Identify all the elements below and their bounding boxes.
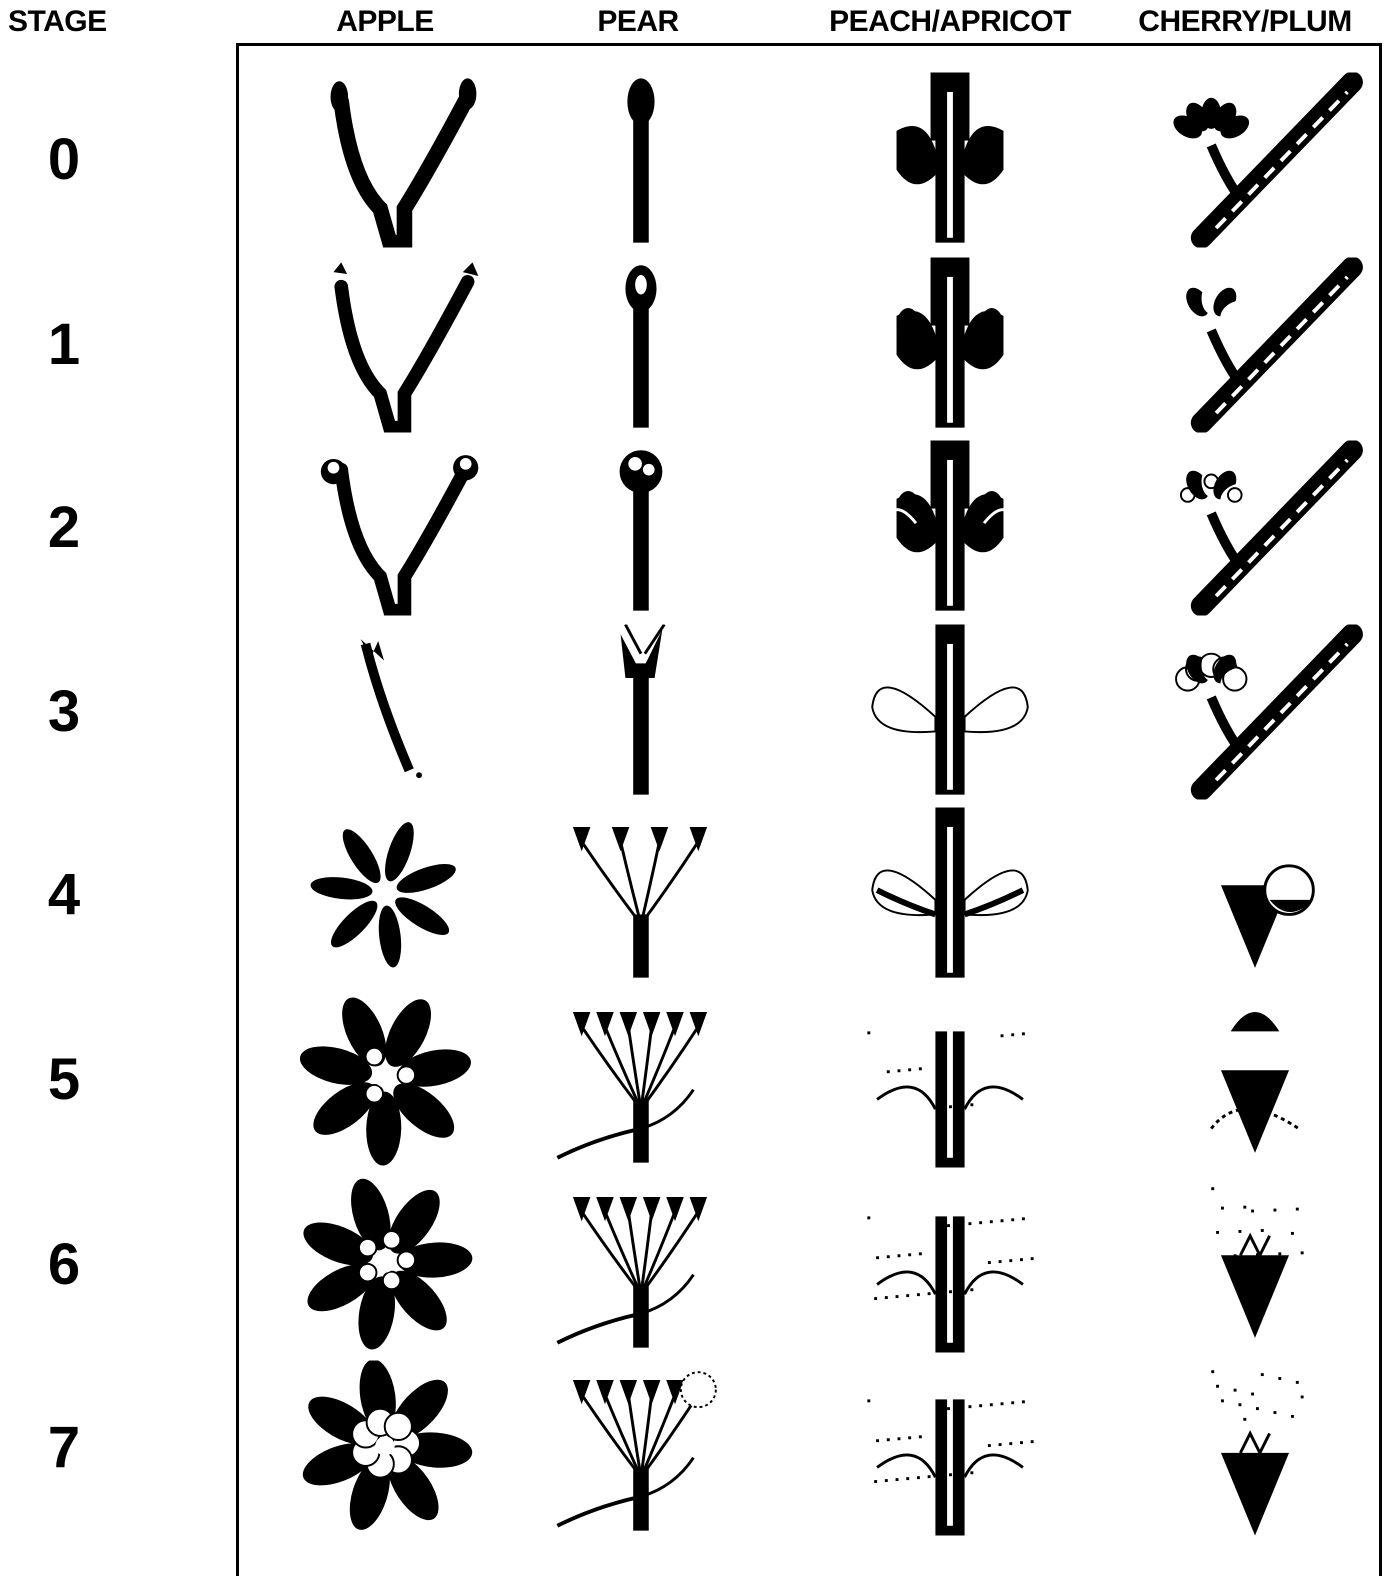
column-header-peach-apricot: PEACH/APRICOT <box>829 4 1071 40</box>
cherry-plum-stage-3-illustration <box>1140 625 1370 800</box>
pear-stage-0-illustration <box>525 73 755 248</box>
single-stem-bud-icon <box>525 441 755 616</box>
cherry-plum-stage-0-illustration <box>1140 73 1370 248</box>
peach-apricot-stage-5-illustration <box>835 993 1065 1168</box>
pear-stage-3-illustration <box>525 625 755 800</box>
paired-bud-spur-icon <box>835 258 1065 433</box>
forked-branch-bud-icon <box>270 1178 500 1353</box>
diagonal-spur-cluster-icon <box>1140 73 1370 248</box>
pear-stage-6-illustration <box>525 1178 755 1353</box>
diagonal-spur-cluster-icon <box>1140 1178 1370 1353</box>
stage-number: 7 <box>48 1418 80 1478</box>
diagonal-spur-cluster-icon <box>1140 808 1370 983</box>
cherry-plum-stage-6-illustration <box>1140 1178 1370 1353</box>
pear-stage-1-illustration <box>525 258 755 433</box>
single-stem-bud-icon <box>525 808 755 983</box>
stage-number: 2 <box>48 498 80 558</box>
peach-apricot-stage-4-illustration <box>835 808 1065 983</box>
peach-apricot-stage-3-illustration <box>835 625 1065 800</box>
peach-apricot-stage-0-illustration <box>835 73 1065 248</box>
stage-number: 6 <box>48 1235 80 1295</box>
single-stem-bud-icon <box>525 258 755 433</box>
pear-stage-7-illustration <box>525 1361 755 1536</box>
stage-number: 3 <box>48 682 80 742</box>
paired-bud-spur-icon <box>835 808 1065 983</box>
apple-stage-1-illustration <box>270 258 500 433</box>
cherry-plum-stage-2-illustration <box>1140 441 1370 616</box>
forked-branch-bud-icon <box>270 441 500 616</box>
peach-apricot-stage-7-illustration <box>835 1361 1065 1536</box>
stage-number: 1 <box>48 315 80 375</box>
apple-stage-4-illustration <box>270 808 500 983</box>
cherry-plum-stage-7-illustration <box>1140 1361 1370 1536</box>
peach-apricot-stage-1-illustration <box>835 258 1065 433</box>
diagonal-spur-cluster-icon <box>1140 258 1370 433</box>
cherry-plum-stage-5-illustration <box>1140 993 1370 1168</box>
column-header-cherry-plum: CHERRY/PLUM <box>1138 4 1351 40</box>
paired-bud-spur-icon <box>835 625 1065 800</box>
pear-stage-2-illustration <box>525 441 755 616</box>
diagonal-spur-cluster-icon <box>1140 1361 1370 1536</box>
diagonal-spur-cluster-icon <box>1140 441 1370 616</box>
single-stem-bud-icon <box>525 1361 755 1536</box>
single-stem-bud-icon <box>525 73 755 248</box>
paired-bud-spur-icon <box>835 441 1065 616</box>
single-stem-bud-icon <box>525 993 755 1168</box>
paired-bud-spur-icon <box>835 73 1065 248</box>
stage-header: STAGE <box>8 4 107 40</box>
diagonal-spur-cluster-icon <box>1140 625 1370 800</box>
column-header-apple: APPLE <box>336 4 434 40</box>
forked-branch-bud-icon <box>270 258 500 433</box>
column-header-pear: PEAR <box>597 4 678 40</box>
single-stem-bud-icon <box>525 1178 755 1353</box>
stage-number: 0 <box>48 130 80 190</box>
forked-branch-bud-icon <box>270 625 500 800</box>
apple-stage-5-illustration <box>270 993 500 1168</box>
peach-apricot-stage-2-illustration <box>835 441 1065 616</box>
stage-number: 4 <box>48 865 80 925</box>
apple-stage-0-illustration <box>270 73 500 248</box>
forked-branch-bud-icon <box>270 993 500 1168</box>
apple-stage-3-illustration <box>270 625 500 800</box>
pear-stage-5-illustration <box>525 993 755 1168</box>
cherry-plum-stage-4-illustration <box>1140 808 1370 983</box>
single-stem-bud-icon <box>525 625 755 800</box>
apple-stage-2-illustration <box>270 441 500 616</box>
apple-stage-6-illustration <box>270 1178 500 1353</box>
diagonal-spur-cluster-icon <box>1140 993 1370 1168</box>
pear-stage-4-illustration <box>525 808 755 983</box>
forked-branch-bud-icon <box>270 808 500 983</box>
cherry-plum-stage-1-illustration <box>1140 258 1370 433</box>
forked-branch-bud-icon <box>270 73 500 248</box>
peach-apricot-stage-6-illustration <box>835 1178 1065 1353</box>
apple-stage-7-illustration <box>270 1361 500 1536</box>
paired-bud-spur-icon <box>835 1361 1065 1536</box>
paired-bud-spur-icon <box>835 1178 1065 1353</box>
stage-number: 5 <box>48 1050 80 1110</box>
paired-bud-spur-icon <box>835 993 1065 1168</box>
forked-branch-bud-icon <box>270 1361 500 1536</box>
